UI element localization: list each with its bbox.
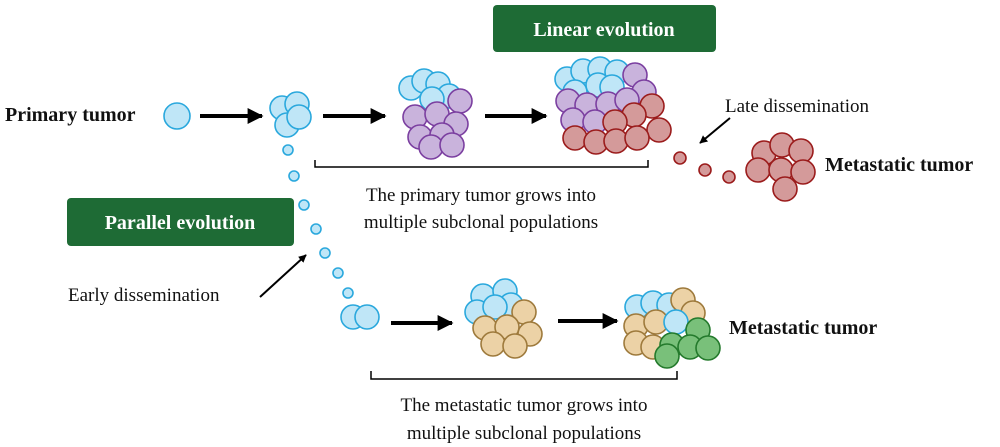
cell (603, 128, 629, 154)
primary-tumor-label: Primary tumor (5, 104, 136, 126)
disseminating-cell (673, 151, 687, 165)
cell (695, 335, 721, 361)
early-dissemination-trail (282, 144, 354, 299)
linear-evolution-badge: Linear evolution (493, 5, 716, 52)
disseminating-cell (342, 287, 354, 299)
parallel-evolution-label: Parallel evolution (105, 212, 256, 234)
disseminating-cell (310, 223, 322, 235)
linear-evolution-label: Linear evolution (533, 19, 674, 41)
parallel-evolution-badge: Parallel evolution (67, 198, 294, 246)
disseminating-cell (319, 247, 331, 259)
cell (772, 176, 798, 202)
primary-growth-caption-line1: The primary tumor grows into (366, 185, 596, 206)
primary-growth-caption-line2: multiple subclonal populations (364, 212, 598, 233)
metastatic-growth-caption-line2: multiple subclonal populations (407, 423, 641, 444)
cell (562, 125, 588, 151)
parallel-evolution-badge-bg (67, 198, 294, 246)
disseminating-cell (288, 170, 300, 182)
cell (447, 88, 473, 114)
cell (646, 117, 672, 143)
tan-green-cluster (623, 287, 721, 369)
cell (286, 104, 312, 130)
cell (482, 294, 508, 320)
late-dissemination-pointer (699, 117, 731, 144)
linear-evolution-badge-bg (493, 5, 716, 52)
cell (745, 157, 771, 183)
cell (624, 125, 650, 151)
cell (663, 309, 689, 335)
blue-cluster-top (269, 91, 312, 138)
cell (654, 343, 680, 369)
disseminating-cell (698, 163, 712, 177)
late-dissemination-label: Late dissemination (725, 96, 870, 117)
disseminating-cell (722, 170, 736, 184)
early-dissemination-label: Early dissemination (68, 285, 220, 306)
disseminating-cell (332, 267, 344, 279)
metastatic-tumor-bottom-label: Metastatic tumor (729, 317, 877, 339)
disseminating-cell (282, 144, 294, 156)
early-dissemination-pointer (259, 254, 307, 298)
tan-cluster (464, 278, 543, 359)
cell (163, 102, 191, 130)
red-purple-cluster (554, 56, 672, 155)
metastatic-growth-bracket (370, 371, 678, 380)
cell (502, 333, 528, 359)
late-dissemination-trail (673, 151, 736, 184)
cell (439, 132, 465, 158)
disseminating-cell (298, 199, 310, 211)
primary-single-cell (163, 102, 191, 130)
cell (354, 304, 380, 330)
cell (790, 159, 816, 185)
blue-cluster-bottom (340, 304, 380, 330)
metastatic-growth-caption-line1: The metastatic tumor grows into (401, 395, 648, 416)
metastatic-red-cluster (745, 132, 816, 202)
purple-cluster (398, 68, 473, 160)
metastatic-tumor-top-label: Metastatic tumor (825, 154, 973, 176)
cell (480, 331, 506, 357)
primary-growth-bracket (314, 160, 649, 168)
